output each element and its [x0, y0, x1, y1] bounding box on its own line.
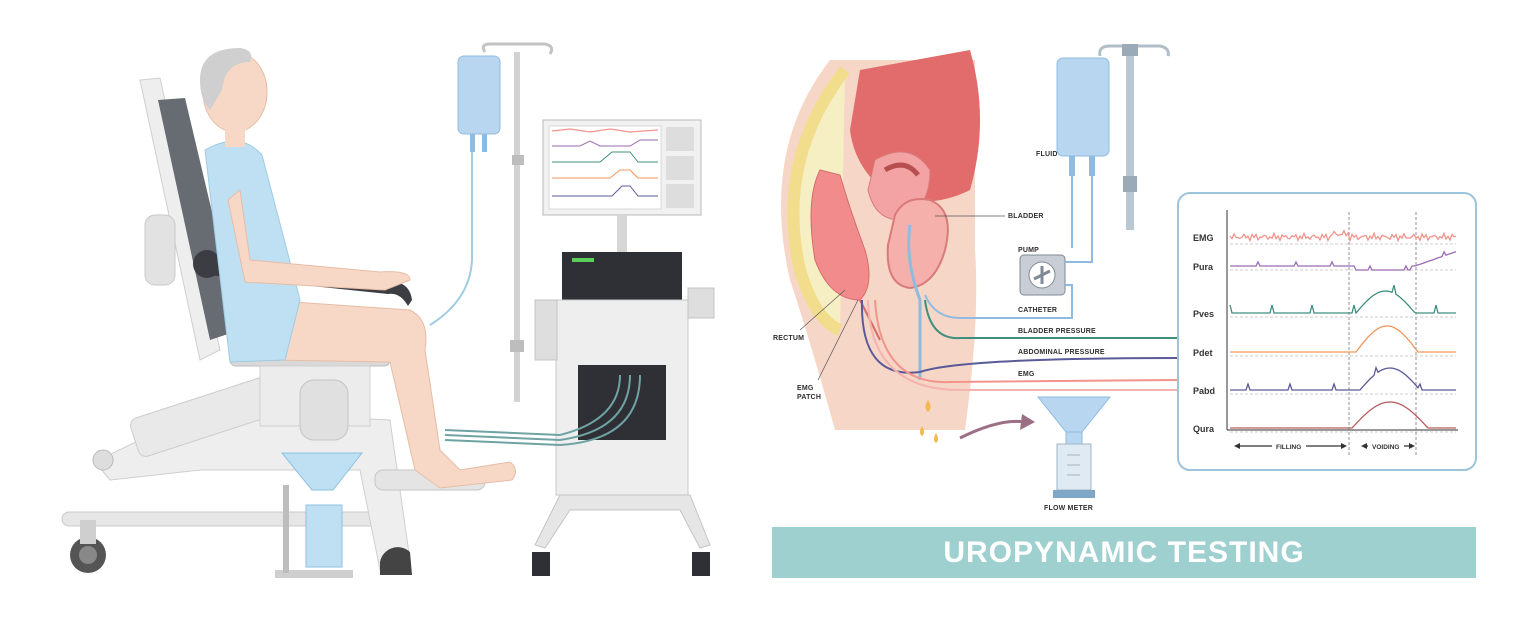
trace-label-qura: Qura	[1193, 424, 1215, 434]
page-title: UROPYNAMIC TESTING	[943, 535, 1305, 569]
catheter-lines	[860, 176, 1179, 391]
trace-label-emg: EMG	[1193, 233, 1214, 243]
trace-line-pabd	[1230, 365, 1456, 391]
label-emg-patch-line2: PATCH	[797, 394, 821, 401]
label-emg: EMG	[1018, 371, 1035, 378]
label-bladder-pressure: BLADDER PRESSURE	[1018, 328, 1096, 335]
urodynamic-machine	[444, 119, 715, 576]
trace-label-pdet: Pdet	[1193, 348, 1213, 358]
label-bladder: BLADDER	[1008, 213, 1044, 220]
label-rectum: RECTUM	[773, 335, 804, 342]
label-abdominal-pressure: ABDOMINAL PRESSURE	[1018, 349, 1105, 356]
patient	[200, 48, 516, 489]
phase-filling: FILLING	[1276, 444, 1301, 451]
right-flow-meter	[1036, 396, 1112, 498]
right-iv-stand	[1056, 44, 1170, 230]
label-pump: PUMP	[1018, 247, 1039, 254]
urine-drops	[920, 400, 1035, 443]
trace-line-pves	[1229, 285, 1456, 315]
label-fluid: FLUID	[1036, 151, 1058, 158]
trace-line-qura	[1230, 401, 1456, 429]
pump-icon	[1019, 254, 1066, 296]
label-flow-meter: FLOW METER	[1044, 505, 1093, 512]
left-iv-stand	[429, 42, 554, 402]
trace-label-pura: Pura	[1193, 262, 1214, 272]
trace-label-pves: Pves	[1193, 309, 1214, 319]
anatomy-labels: BLADDER FLUID PUMP CATHETER BLADDER PRES…	[773, 151, 1105, 512]
label-catheter: CATHETER	[1018, 307, 1057, 314]
trace-line-emg	[1229, 229, 1457, 243]
phase-voiding: VOIDING	[1372, 444, 1399, 451]
title-banner: UROPYNAMIC TESTING	[772, 527, 1476, 578]
label-emg-patch-line1: EMG	[797, 385, 814, 392]
left-flow-meter	[275, 452, 364, 578]
trace-line-pdet	[1230, 325, 1456, 353]
trace-line-pura	[1230, 250, 1457, 271]
trace-label-pabd: Pabd	[1193, 386, 1215, 396]
pelvic-anatomy	[781, 50, 980, 430]
